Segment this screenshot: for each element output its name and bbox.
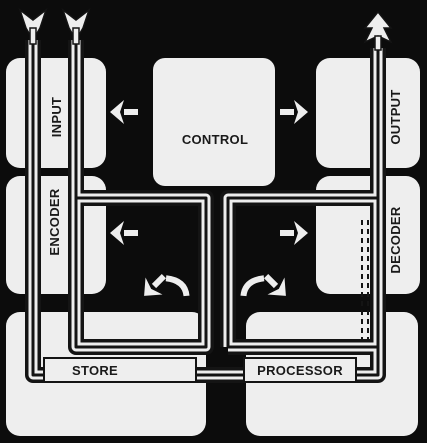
processor-label: PROCESSOR [257, 363, 343, 378]
store-label: STORE [72, 363, 118, 378]
processor-curved-arrow-icon [240, 267, 295, 305]
input-arrow-icon-2 [61, 7, 91, 45]
output-block [316, 58, 420, 168]
control-label: CONTROL [182, 132, 248, 147]
decoder-label: DECODER [388, 206, 403, 273]
store-curved-arrow-icon [135, 267, 190, 305]
label-boxes [43, 357, 357, 383]
output-arrow-icon [363, 10, 393, 51]
store-to-encoder-arrow-icon [110, 221, 138, 245]
bus-lines [25, 40, 386, 383]
encoder-label: ENCODER [47, 188, 62, 255]
input-arrow-icon-1 [18, 7, 48, 45]
processor-to-decoder-arrow-icon [280, 221, 308, 245]
output-label: OUTPUT [388, 89, 403, 144]
input-label: INPUT [49, 97, 64, 138]
control-to-input-arrow-icon [110, 100, 138, 124]
control-to-output-arrow-icon [280, 100, 308, 124]
control-block [153, 58, 275, 186]
